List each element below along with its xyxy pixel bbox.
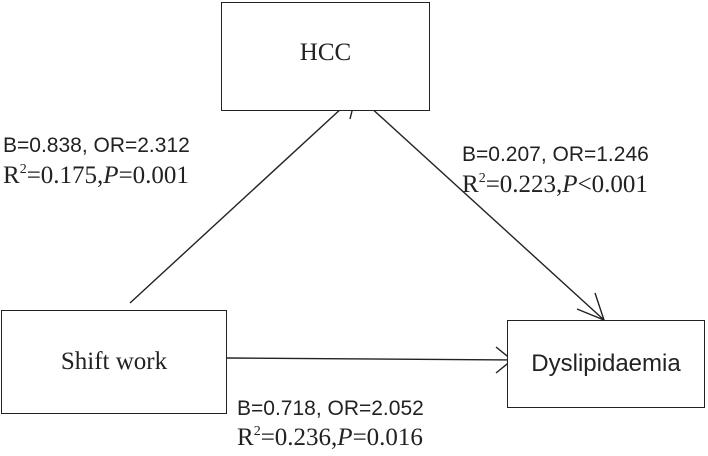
node-shift-work-label: Shift work <box>60 348 168 375</box>
arrow-shift-to-dyslipidaemia <box>226 357 513 361</box>
node-dyslipidaemia: Dyslipidaemia <box>507 320 705 408</box>
p-symbol: P <box>562 171 578 198</box>
shift-to-dyslipidaemia-r2-p: R2=0.236,P=0.016 <box>237 424 423 452</box>
p-symbol: P <box>103 162 119 189</box>
hcc-to-dyslipidaemia-coefficients: B=0.207, OR=1.246 <box>462 143 649 166</box>
r2-symbol: R <box>237 424 254 451</box>
p-value: =0.001 <box>118 162 189 189</box>
shift-to-dyslipidaemia-coefficients: B=0.718, OR=2.052 <box>237 397 424 420</box>
node-shift-work: Shift work <box>1 310 227 414</box>
r2-superscript: 2 <box>478 171 486 186</box>
node-dyslipidaemia-label: Dyslipidaemia <box>531 350 681 377</box>
r2-superscript: 2 <box>253 424 261 439</box>
arrow-hcc-to-dyslipidaemia <box>356 94 605 321</box>
shift-to-hcc-r2-p: R2=0.175,P=0.001 <box>3 162 189 190</box>
node-hcc: HCC <box>221 2 430 111</box>
r2-symbol: R <box>462 171 479 198</box>
r2-value: =0.223, <box>485 171 563 198</box>
r2-value: =0.236, <box>260 424 338 451</box>
node-hcc-label: HCC <box>299 38 352 66</box>
hcc-to-dyslipidaemia-r2-p: R2=0.223,P<0.001 <box>462 171 648 199</box>
r2-superscript: 2 <box>19 162 27 177</box>
shift-to-hcc-coefficients: B=0.838, OR=2.312 <box>3 134 190 157</box>
r2-value: =0.175, <box>26 162 104 189</box>
r2-symbol: R <box>3 162 20 189</box>
arrow-shift-to-hcc <box>129 94 357 304</box>
p-value: =0.016 <box>352 424 423 451</box>
p-symbol: P <box>337 424 353 451</box>
p-value: <0.001 <box>577 171 648 198</box>
